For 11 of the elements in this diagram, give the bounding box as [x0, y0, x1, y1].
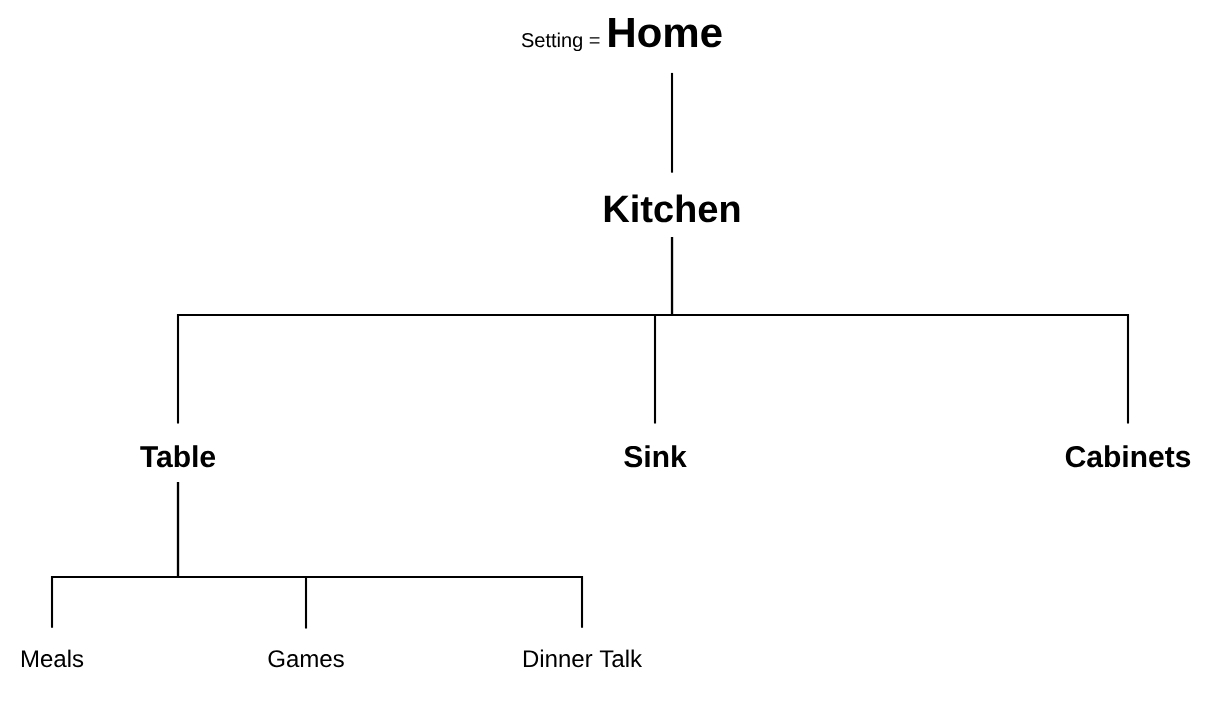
node-label: Kitchen [604, 194, 740, 223]
connector-line [670, 72, 674, 173]
node-label: Games [268, 650, 344, 668]
node-label: Table [140, 445, 216, 468]
title-text: Setting = Home [521, 18, 722, 52]
node-label: Meals [22, 649, 84, 668]
node-label: Sink [624, 445, 687, 468]
node-label: Dinner Talk [523, 649, 643, 668]
connector-line [176, 482, 584, 628]
connector-line [670, 237, 1130, 424]
node-label: Cabinets [1065, 445, 1191, 468]
